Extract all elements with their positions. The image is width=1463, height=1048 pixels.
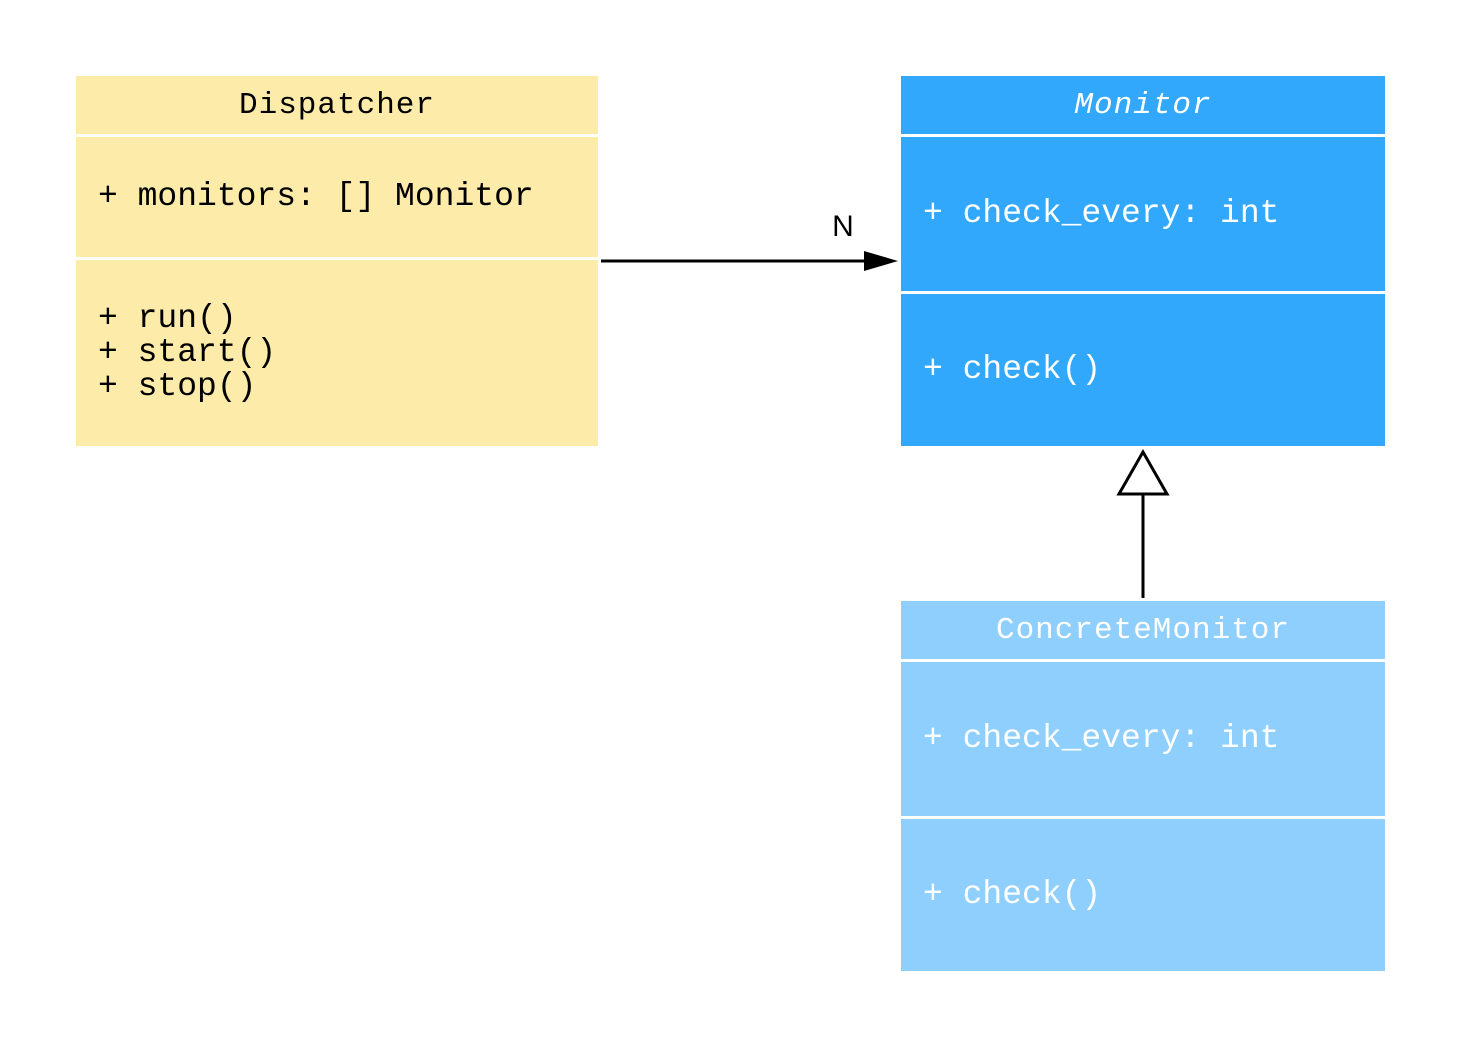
concrete-monitor-attributes: + check_every: int bbox=[901, 662, 1385, 816]
generalization-arrow bbox=[1116, 448, 1170, 598]
association-arrow bbox=[601, 251, 898, 271]
dispatcher-method: + run() bbox=[98, 300, 237, 337]
dispatcher-attribute: + monitors: [] Monitor bbox=[98, 178, 534, 215]
concrete-monitor-class: ConcreteMonitor + check_every: int + che… bbox=[901, 601, 1385, 971]
concrete-monitor-methods: + check() bbox=[901, 819, 1385, 971]
dispatcher-method: + start() bbox=[98, 334, 277, 371]
monitor-name-divider bbox=[901, 134, 1385, 137]
association-multiplicity-label: N bbox=[832, 210, 854, 243]
monitor-class-name: Monitor bbox=[1074, 87, 1212, 123]
monitor-attributes-divider bbox=[901, 291, 1385, 294]
dispatcher-name-divider bbox=[76, 134, 598, 137]
dispatcher-class: Dispatcher + monitors: [] Monitor + run(… bbox=[76, 76, 598, 446]
dispatcher-attributes-divider bbox=[76, 257, 598, 260]
association-arrowhead bbox=[864, 251, 898, 271]
concrete-monitor-attributes-divider bbox=[901, 816, 1385, 819]
concrete-monitor-method: + check() bbox=[923, 876, 1102, 913]
concrete-monitor-class-name: ConcreteMonitor bbox=[995, 612, 1291, 648]
monitor-class: Monitor + check_every: int + check() bbox=[901, 76, 1385, 446]
dispatcher-class-name: Dispatcher bbox=[238, 87, 436, 123]
concrete-monitor-attribute: + check_every: int bbox=[923, 720, 1280, 757]
dispatcher-attributes: + monitors: [] Monitor bbox=[76, 137, 598, 257]
monitor-attribute: + check_every: int bbox=[923, 195, 1280, 232]
monitor-methods: + check() bbox=[901, 294, 1385, 446]
generalization-arrowhead bbox=[1116, 448, 1170, 496]
concrete-monitor-name-divider bbox=[901, 659, 1385, 662]
monitor-attributes: + check_every: int bbox=[901, 137, 1385, 291]
dispatcher-methods: + run() + start() + stop() bbox=[76, 260, 598, 446]
monitor-method: + check() bbox=[923, 351, 1102, 388]
dispatcher-method: + stop() bbox=[98, 368, 257, 405]
